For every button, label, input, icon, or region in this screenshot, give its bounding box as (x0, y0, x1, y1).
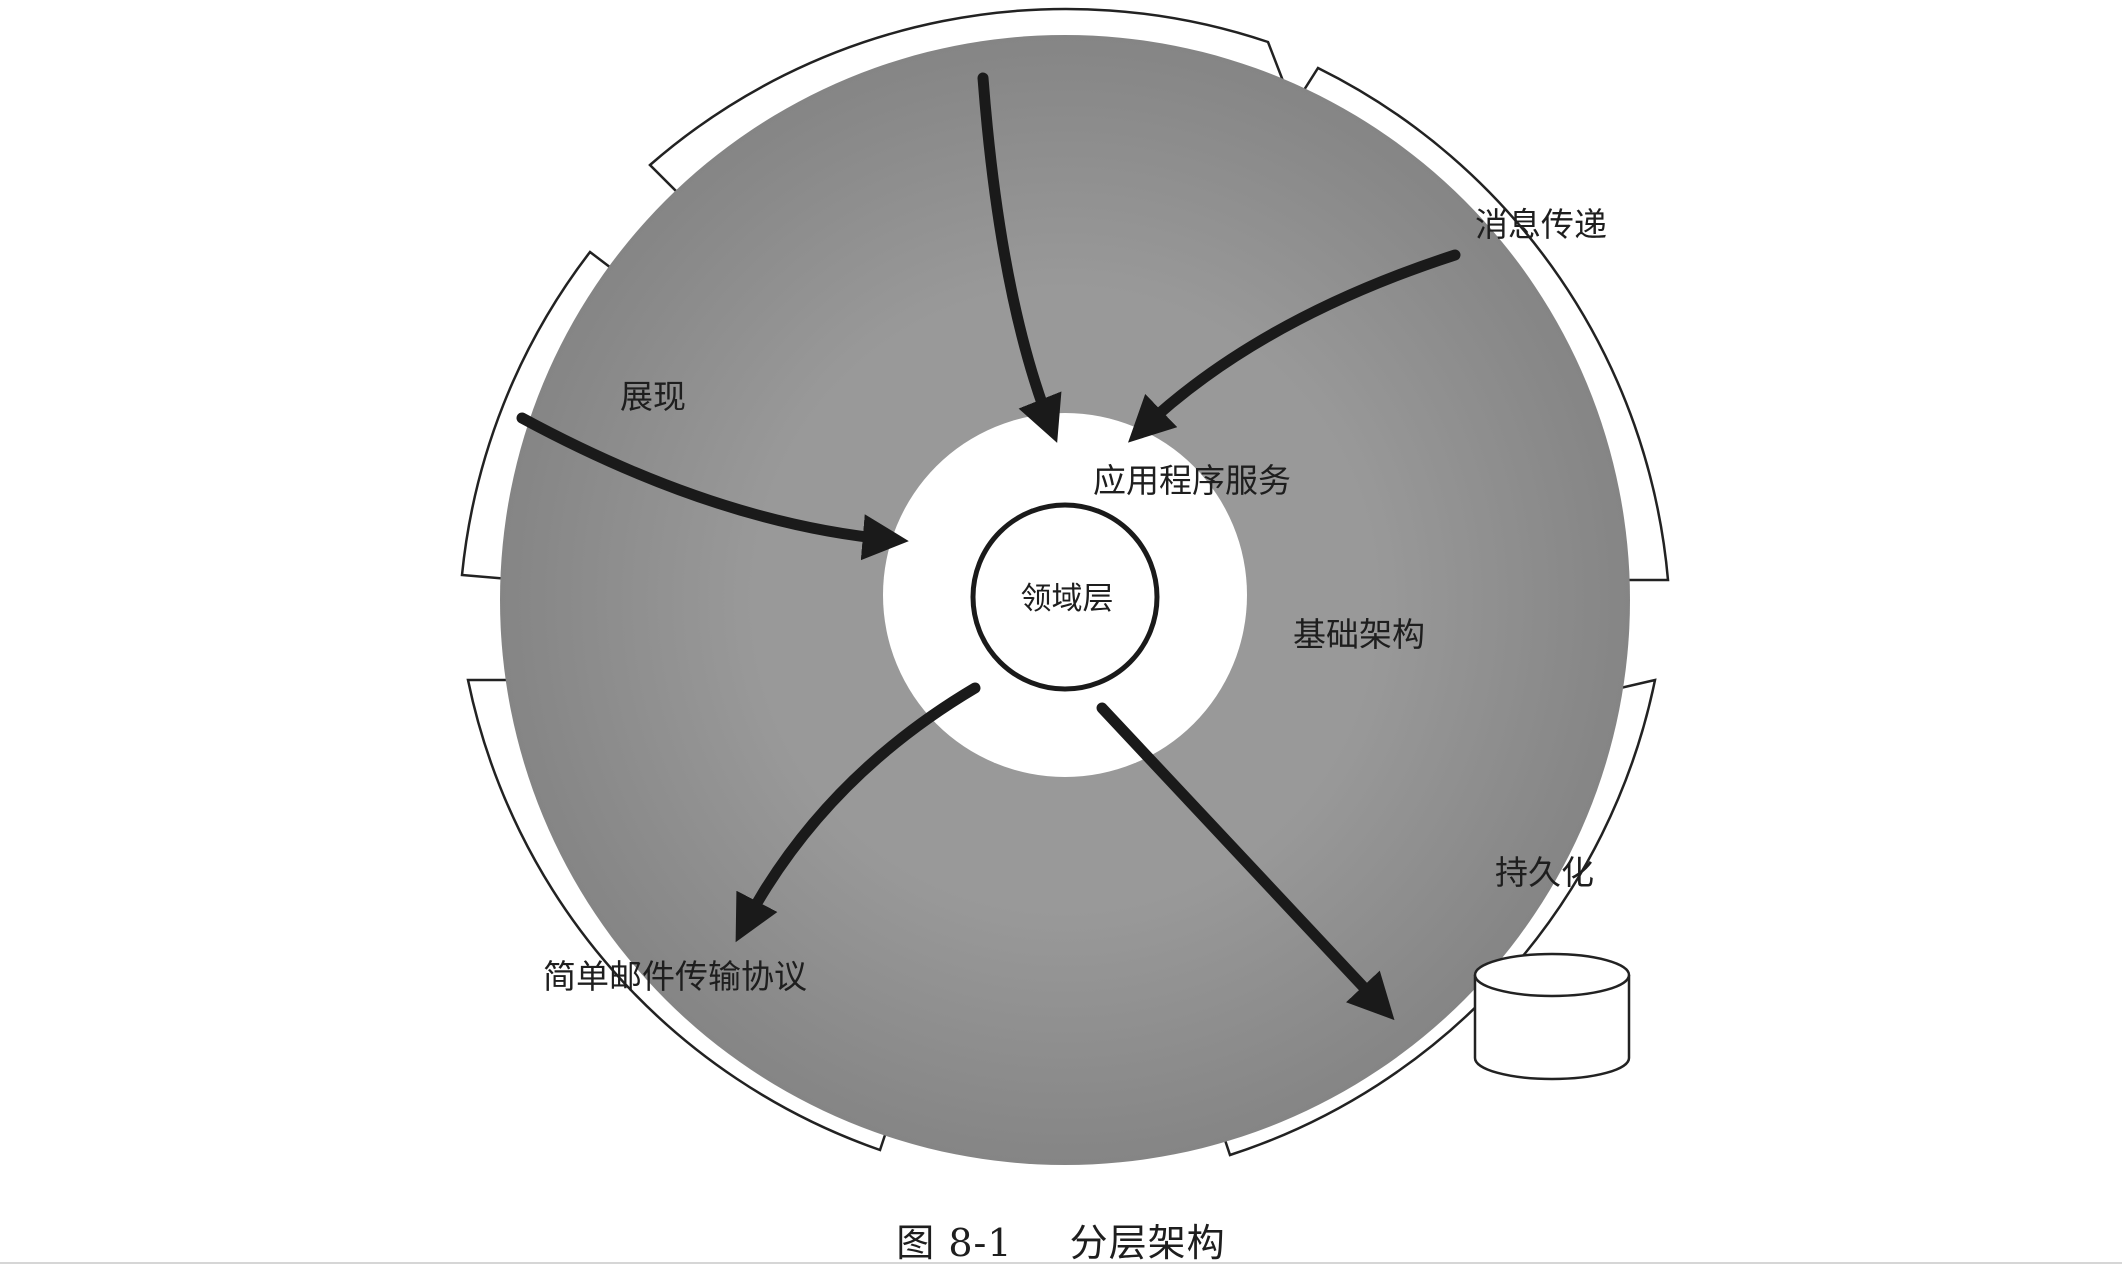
figure-caption: 图 8-1 分层架构 (0, 1212, 2122, 1267)
database-icon (1473, 952, 1631, 1081)
arrow-services-to-persistence (1096, 702, 1395, 1021)
arrow-messaging-to-services (1128, 249, 1461, 443)
domain-core (970, 502, 1160, 692)
figure-title: 分层架构 (1069, 1221, 1226, 1265)
application-services-label: 应用程序服务 (1093, 461, 1291, 500)
domain-layer-label: 领域层 (1021, 581, 1114, 617)
messaging-label: 消息传递 (1475, 205, 1607, 244)
presentation-label: 展现 (620, 377, 686, 416)
smtp-label: 简单邮件传输协议 (543, 957, 807, 996)
database-top (1473, 952, 1631, 998)
infrastructure-label: 基础架构 (1293, 615, 1425, 654)
dependency-arrows (516, 72, 1461, 1021)
figure-number: 图 8-1 (896, 1221, 1013, 1265)
arrow-services-to-smtp (735, 682, 981, 943)
persistence-label: 持久化 (1495, 853, 1594, 892)
bottom-divider (0, 1262, 2122, 1264)
database-body (1473, 975, 1631, 1081)
arrow-top-to-services (977, 72, 1062, 443)
arrow-presentation-to-services (516, 412, 909, 561)
